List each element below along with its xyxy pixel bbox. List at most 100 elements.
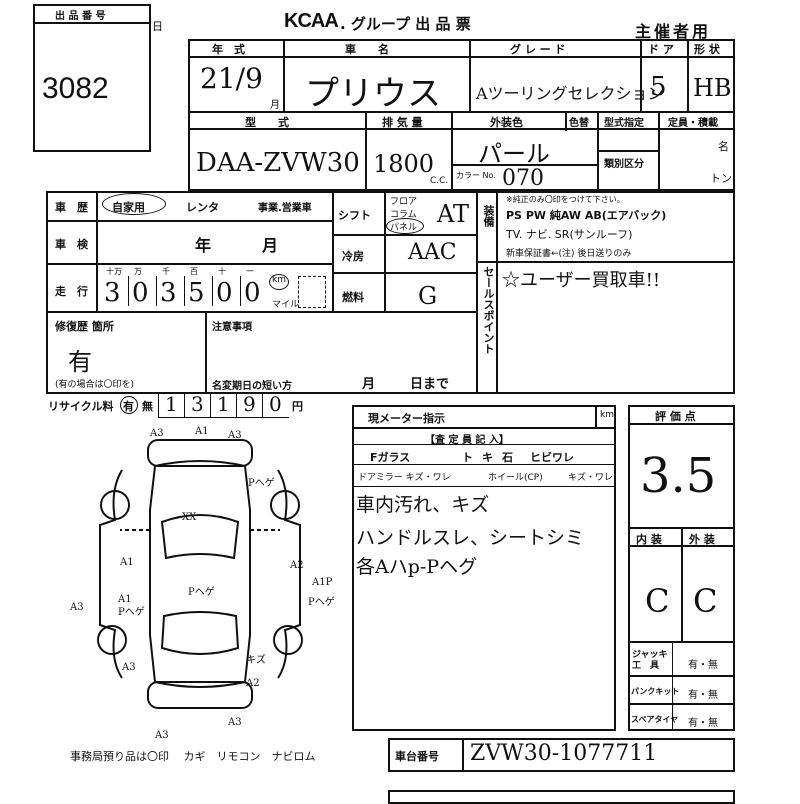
fuel-value: G [418,282,438,310]
year-label: 年 式 [212,43,245,56]
recycle-digit: 3 [191,392,204,416]
brand-logo: KCAA [284,10,339,32]
diagram-windshield [160,514,240,560]
color-no-value: 070 [502,166,544,191]
diagram-mark: A1 [119,557,134,568]
diagram-mark: A3 [69,602,84,613]
glass-option-3: 石 [502,451,513,464]
repair-note: (有の場合は〇印を) [55,380,135,390]
grade-label: グ レ ー ド [510,43,566,56]
recycle-unit: 円 [292,400,303,413]
spare-yes-no: 有・無 [688,718,718,729]
recycle-digit: 1 [165,392,178,416]
diagram-rear-left-wheel [97,625,127,655]
shift-value: AT [437,200,470,228]
diagram-footer: 事務局預り品は〇印 カギ リモコン ナビロム [70,750,316,763]
glass-option-1: ト [462,451,473,464]
jack-label: ジャッキ 工 具 [632,650,668,671]
comment-line-1: 車内汚れ、キズ [356,494,490,516]
mileage-unit: 百 [190,267,198,276]
mileage-digit: 0 [216,278,233,308]
tons-unit: トン [710,172,732,185]
chassis-label: 車台番号 [395,750,439,763]
color-change-label: 色替 [569,118,589,129]
history-label: 車 歴 [55,201,88,214]
shift-option-column: コラム [390,210,417,220]
wheel-option: キズ・ワレ [568,473,614,483]
inspection-label: 車 検 [55,238,88,251]
mileage-digit: 0 [244,278,261,308]
meter-label: 現メーター指示 [368,412,445,425]
type-spec-label: 型式指定 [604,118,644,129]
exterior-value: C [693,582,718,620]
recycle-no: 無 [142,400,153,413]
equipment-line-2: TV. ナビ. SR(サンルーフ) [506,228,633,241]
mile-label: マイル [272,300,300,310]
mileage-digit: 3 [160,278,177,308]
equipment-line-3: 新車保証書←(注) 後日送りのみ [506,249,632,259]
diagram-mark: A1 [117,594,132,605]
mileage-unit: 千 [162,267,170,276]
sales-point-text: ☆ユーザー買取車!! [502,270,661,291]
diagram-front-bumper [147,439,253,467]
history-selected-circle [102,193,166,215]
organizer-label: 主催者用 [635,22,712,41]
model-label: 車 名 [345,43,389,56]
vehicle-row-2 [188,111,735,191]
mileage-digit: 0 [132,278,149,308]
ac-value: AAC [408,240,457,265]
mileage-unit: 一 [246,267,254,276]
type-value: DAA-ZVW30 [196,148,360,178]
meter-km: km [600,410,614,420]
glass-option-4: ヒビワレ [530,451,574,464]
grade-value: Aツーリングセレクション [476,84,664,103]
diagram-mark: Pヘゲ [248,477,275,489]
persons-unit: 名 [718,140,729,153]
km-label: km [272,275,286,285]
diagram-mark: A3 [121,662,136,673]
comment-line-3: 各Aハp-Pヘグ [356,556,478,578]
model-value: プリウス [305,74,441,114]
year-value: 21/9 [200,62,263,95]
mileage-digit: 5 [188,278,205,308]
form-title: . グループ 出 品 票 [340,15,471,33]
mileage-digit: 3 [104,278,121,308]
mirror-label: ドアミラー キズ・ワレ [358,473,451,483]
equipment-line-1: PS PW 純AW AB(エアバック) [506,209,667,222]
color-value: パール [478,140,550,168]
diagram-mark: A1 [194,426,209,437]
chassis-block [388,738,735,772]
shape-label: 形 状 [694,43,720,56]
diagram-mark: A2 [289,560,304,571]
shape-value: HB [693,74,732,102]
glass-label: Fガラス [370,451,411,464]
recycle-label: リサイクル料 [48,400,114,413]
notes-block [205,311,478,394]
capacity-label: 定員・積載 [668,118,718,129]
diagram-mark: A1P [311,577,333,588]
car-damage-diagram: A3 A1 A3 Pヘゲ XX A1 A2 A1P Pヘゲ A3 A1 Pヘゲ … [69,426,335,740]
diagram-mark: Pヘゲ [118,606,145,618]
mileage-unit: 十 [218,267,226,276]
cc-unit: C.C. [430,176,449,186]
diagram-mark: A3 [154,730,169,740]
diagram-mark: A3 [149,428,164,439]
recycle-digit: 0 [269,392,282,416]
comment-line-2: ハンドルスレ、シートシミ [356,527,585,549]
diagram-rear-bumper [147,681,253,709]
lot-number-box [33,4,151,152]
deadline-day: 日まで [410,377,450,392]
diagram-mark: A2 [245,678,260,689]
mileage-unit: 十万 [106,267,122,276]
recycle-yes: 有 [123,400,134,413]
diagram-car-body [149,460,251,688]
spare-label: スペアタイヤ [631,715,679,724]
evaluation-score: 3.5 [640,448,717,504]
recycle-digit: 1 [217,392,230,416]
shift-option-floor: フロア [390,197,418,207]
chassis-value: ZVW30-1077711 [470,741,658,766]
inspector-label: 【査 定 員 記 入】 [425,435,509,446]
ac-label: 冷房 [342,250,364,263]
shift-label: シフト [338,209,371,222]
diagram-right-side [277,469,301,679]
